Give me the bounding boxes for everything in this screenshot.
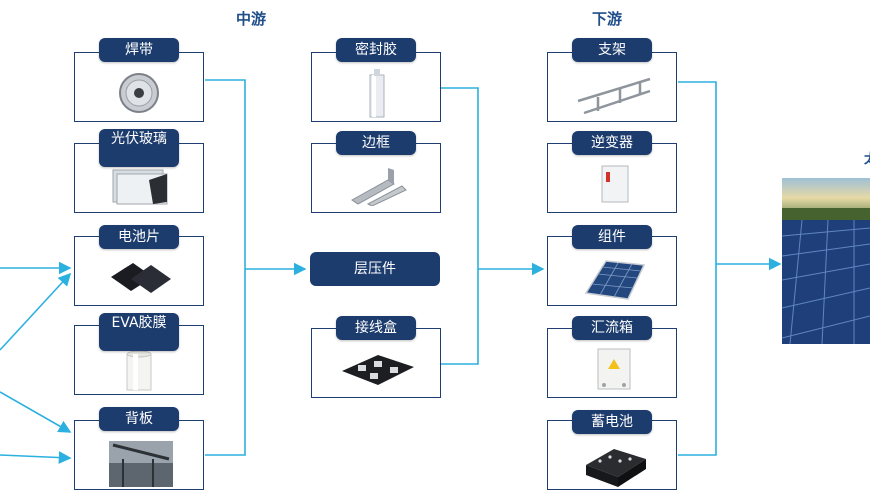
combiner-box-icon: [597, 348, 631, 390]
label-junction-box: 接线盒: [336, 316, 416, 340]
box-sealant: [311, 52, 441, 122]
cut-off-label: 太: [864, 148, 870, 167]
aluminum-frame-icon: [351, 168, 407, 206]
backsheet-structure-icon: [109, 441, 173, 487]
label-bracket: 支架: [572, 38, 652, 62]
solar-farm-photo: [782, 178, 870, 344]
label-solar-cell: 电池片: [99, 225, 179, 249]
box-pv-glass: [74, 143, 204, 213]
label-frame: 边框: [336, 131, 416, 155]
label-inverter: 逆变器: [572, 131, 652, 155]
welding-ribbon-spool-icon: [119, 73, 159, 113]
pv-glass-sheets-icon: [112, 169, 168, 205]
box-backsheet: [74, 420, 204, 490]
box-bracket: [547, 52, 677, 122]
label-combiner: 汇流箱: [572, 316, 652, 340]
box-welding-ribbon: [74, 52, 204, 122]
laminate-node: 层压件: [310, 252, 440, 286]
inverter-icon: [601, 165, 629, 203]
label-module: 组件: [572, 225, 652, 249]
eva-film-roll-icon: [126, 350, 152, 391]
box-battery: [547, 420, 677, 490]
solar-farm-photo-icon: [782, 178, 870, 344]
label-eva-film: EVA胶膜: [99, 313, 179, 351]
box-solar-cell: [74, 236, 204, 306]
solar-cell-wafers-icon: [111, 263, 171, 293]
label-welding-ribbon: 焊带: [99, 38, 179, 62]
junction-box-icon: [342, 355, 414, 385]
label-backsheet: 背板: [99, 407, 179, 431]
label-sealant: 密封胶: [336, 38, 416, 62]
box-junction-box: [311, 328, 441, 398]
sealant-tube-icon: [369, 69, 385, 118]
label-battery: 蓄电池: [572, 410, 652, 434]
downstream-header: 下游: [592, 10, 623, 28]
midstream-header: 中游: [236, 10, 267, 28]
battery-bank-icon: [586, 449, 646, 487]
label-pv-glass: 光伏玻璃: [99, 129, 179, 167]
solar-module-icon: [584, 260, 646, 300]
mounting-bracket-icon: [577, 77, 651, 115]
